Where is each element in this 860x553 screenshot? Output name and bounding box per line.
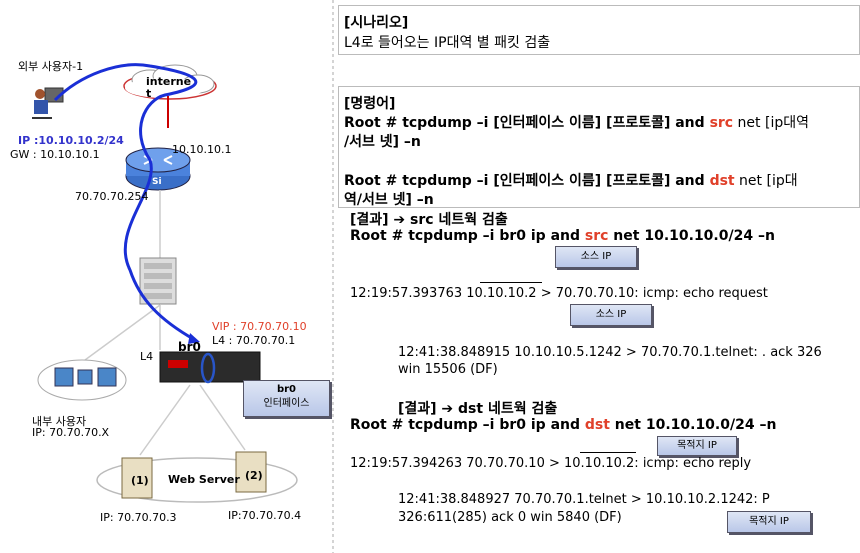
server1-ip: IP: 70.70.70.3 xyxy=(100,511,177,524)
result-dst-line2: 12:41:38.848927 70.70.70.1.telnet > 10.1… xyxy=(398,492,770,507)
server2-label: (2) xyxy=(245,469,263,482)
command-line1-cont: /서브 넷] –n xyxy=(344,134,421,150)
l4-label: L4 xyxy=(140,350,154,363)
router-low-ip: 70.70.70.254 xyxy=(75,190,149,203)
external-ip: IP :10.10.10.2/24 xyxy=(18,134,124,147)
vip-label: VIP : 70.70.70.10 xyxy=(212,320,307,333)
result-dst-line2-cont: 326:611(285) ack 0 win 5840 (DF) xyxy=(398,510,622,525)
network-diagram xyxy=(32,0,334,553)
scenario-heading: [시나리오] xyxy=(344,15,409,31)
server2-ip: IP:70.70.70.4 xyxy=(228,509,302,522)
traffic-path xyxy=(53,63,198,342)
server2-icon xyxy=(235,451,267,493)
router-icon xyxy=(125,147,191,191)
l4-device-icon xyxy=(159,351,261,384)
scenario-body: L4로 들어오는 IP대역 별 패킷 검출 xyxy=(344,35,551,51)
result-src-heading: [결과] ➔ src 네트웍 검출 xyxy=(350,212,508,228)
router-ip: 10.10.10.1 xyxy=(172,143,232,156)
dst-underline-1 xyxy=(580,452,636,453)
result-dst-command: Root # tcpdump –i br0 ip and dst net 10.… xyxy=(350,417,777,433)
l4-ip-label: L4 : 70.70.70.1 xyxy=(212,334,296,347)
result-src-line1: 12:19:57.393763 10.10.10.2 > 70.70.70.10… xyxy=(350,286,768,301)
dst-callout-2: 목적지 IP xyxy=(727,511,811,533)
external-user-label: 외부 사용자-1 xyxy=(18,60,84,73)
internet-cloud xyxy=(123,64,217,100)
src-underline-1 xyxy=(480,282,542,283)
web-server-label: Web Server xyxy=(168,473,240,486)
command-box xyxy=(338,86,860,208)
src-callout-2: 소스 IP xyxy=(570,304,652,326)
dst-callout-1: 목적지 IP xyxy=(657,436,737,456)
server1-label: (1) xyxy=(131,474,149,487)
external-gw: GW : 10.10.10.1 xyxy=(10,148,100,161)
result-dst-line1: 12:19:57.394263 70.70.70.10 > 10.10.10.2… xyxy=(350,456,752,471)
scenario-box xyxy=(338,5,860,55)
result-src-line2-cont: win 15506 (DF) xyxy=(398,362,498,377)
external-user-icon xyxy=(32,87,64,119)
internal-ip-label: IP: 70.70.70.X xyxy=(32,426,110,439)
src-callout-1: 소스 IP xyxy=(555,246,637,268)
router-letter: Si xyxy=(152,177,162,187)
result-src-command: Root # tcpdump –i br0 ip and src net 10.… xyxy=(350,228,775,244)
command-line2-cont: 역/서브 넷] –n xyxy=(344,192,434,208)
internet-label: interne t xyxy=(146,75,192,100)
result-dst-heading: [결과] ➔ dst 네트웍 검출 xyxy=(398,401,558,417)
result-src-line2: 12:41:38.848915 10.10.10.5.1242 > 70.70.… xyxy=(398,345,822,360)
switch-icon xyxy=(139,257,177,305)
server1-icon xyxy=(121,457,153,499)
internal-users-icon xyxy=(37,359,127,401)
command-heading: [명령어] xyxy=(344,96,396,112)
br0-label: br0 xyxy=(178,340,201,354)
internal-user-label: 내부 사용자 xyxy=(32,415,87,428)
command-line1: Root # tcpdump –i [인터페이스 이름] [프로토콜] and … xyxy=(344,115,809,131)
command-line2: Root # tcpdump –i [인터페이스 이름] [프로토콜] and … xyxy=(344,173,798,189)
br0-callout: br0 인터페이스 xyxy=(243,380,330,417)
